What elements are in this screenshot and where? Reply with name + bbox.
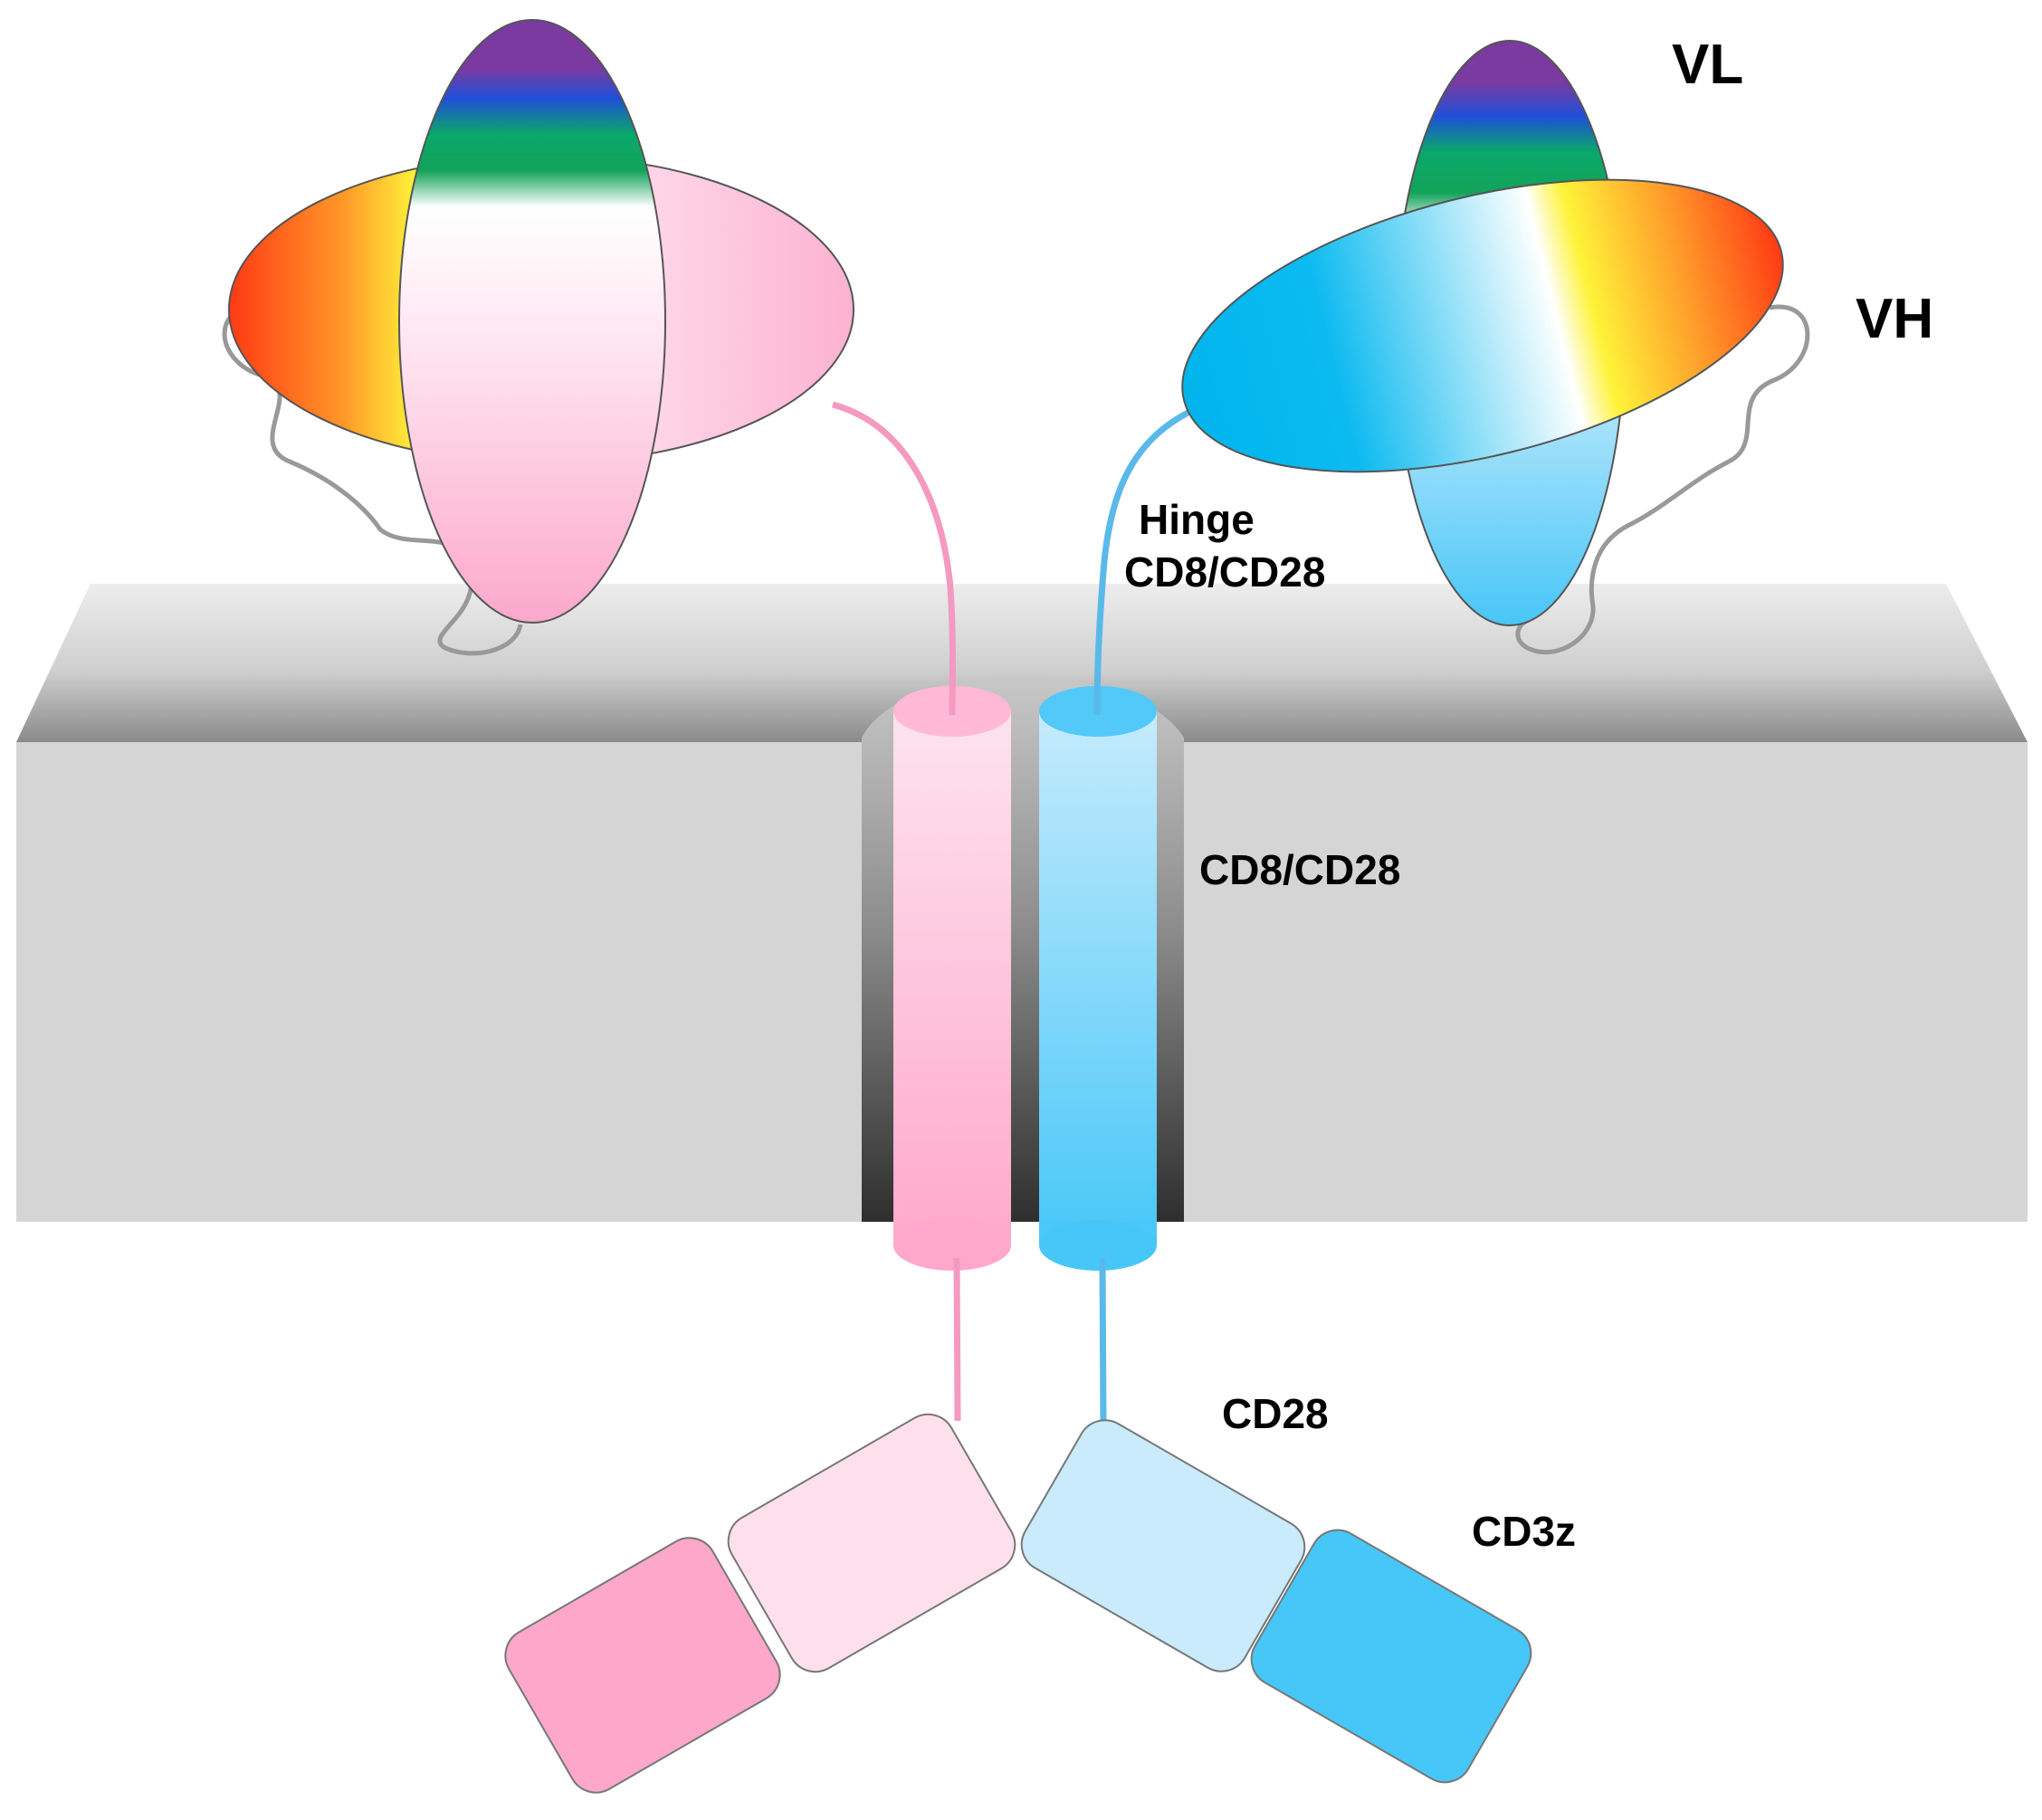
left-vl-domain <box>398 19 666 624</box>
left-scfv-linker <box>222 302 523 656</box>
right-scfv-linker <box>1515 304 1810 655</box>
hinge-label: Hinge <box>1139 496 1255 543</box>
right-vh-domain <box>1181 178 1784 473</box>
cell-membrane <box>16 584 2028 1222</box>
blue-intracellular-linker <box>1099 1257 1107 1429</box>
transmembrane-label: CD8/CD28 <box>1199 846 1400 893</box>
pink-cd28-domain <box>727 1413 1016 1673</box>
vl-label: VL <box>1672 33 1743 96</box>
right-scfv-domain <box>1181 40 1810 655</box>
blue-transmembrane-helix <box>1039 686 1157 1271</box>
cd28-label: CD28 <box>1222 1390 1329 1437</box>
blue-cd28-domain <box>1020 1419 1306 1672</box>
blue-hinge-linker <box>1093 402 1206 716</box>
cd3z-label: CD3z <box>1472 1508 1576 1555</box>
vh-label: VH <box>1856 288 1933 350</box>
pink-intracellular-linker <box>953 1257 961 1422</box>
pink-hinge-linker <box>832 401 956 716</box>
left-scfv-domain <box>222 19 854 656</box>
pink-cd3z-domain <box>504 1537 781 1794</box>
blue-cd3z-domain <box>1250 1529 1532 1784</box>
pink-transmembrane-helix <box>893 686 1011 1271</box>
hinge-domain-label: CD8/CD28 <box>1124 548 1325 596</box>
